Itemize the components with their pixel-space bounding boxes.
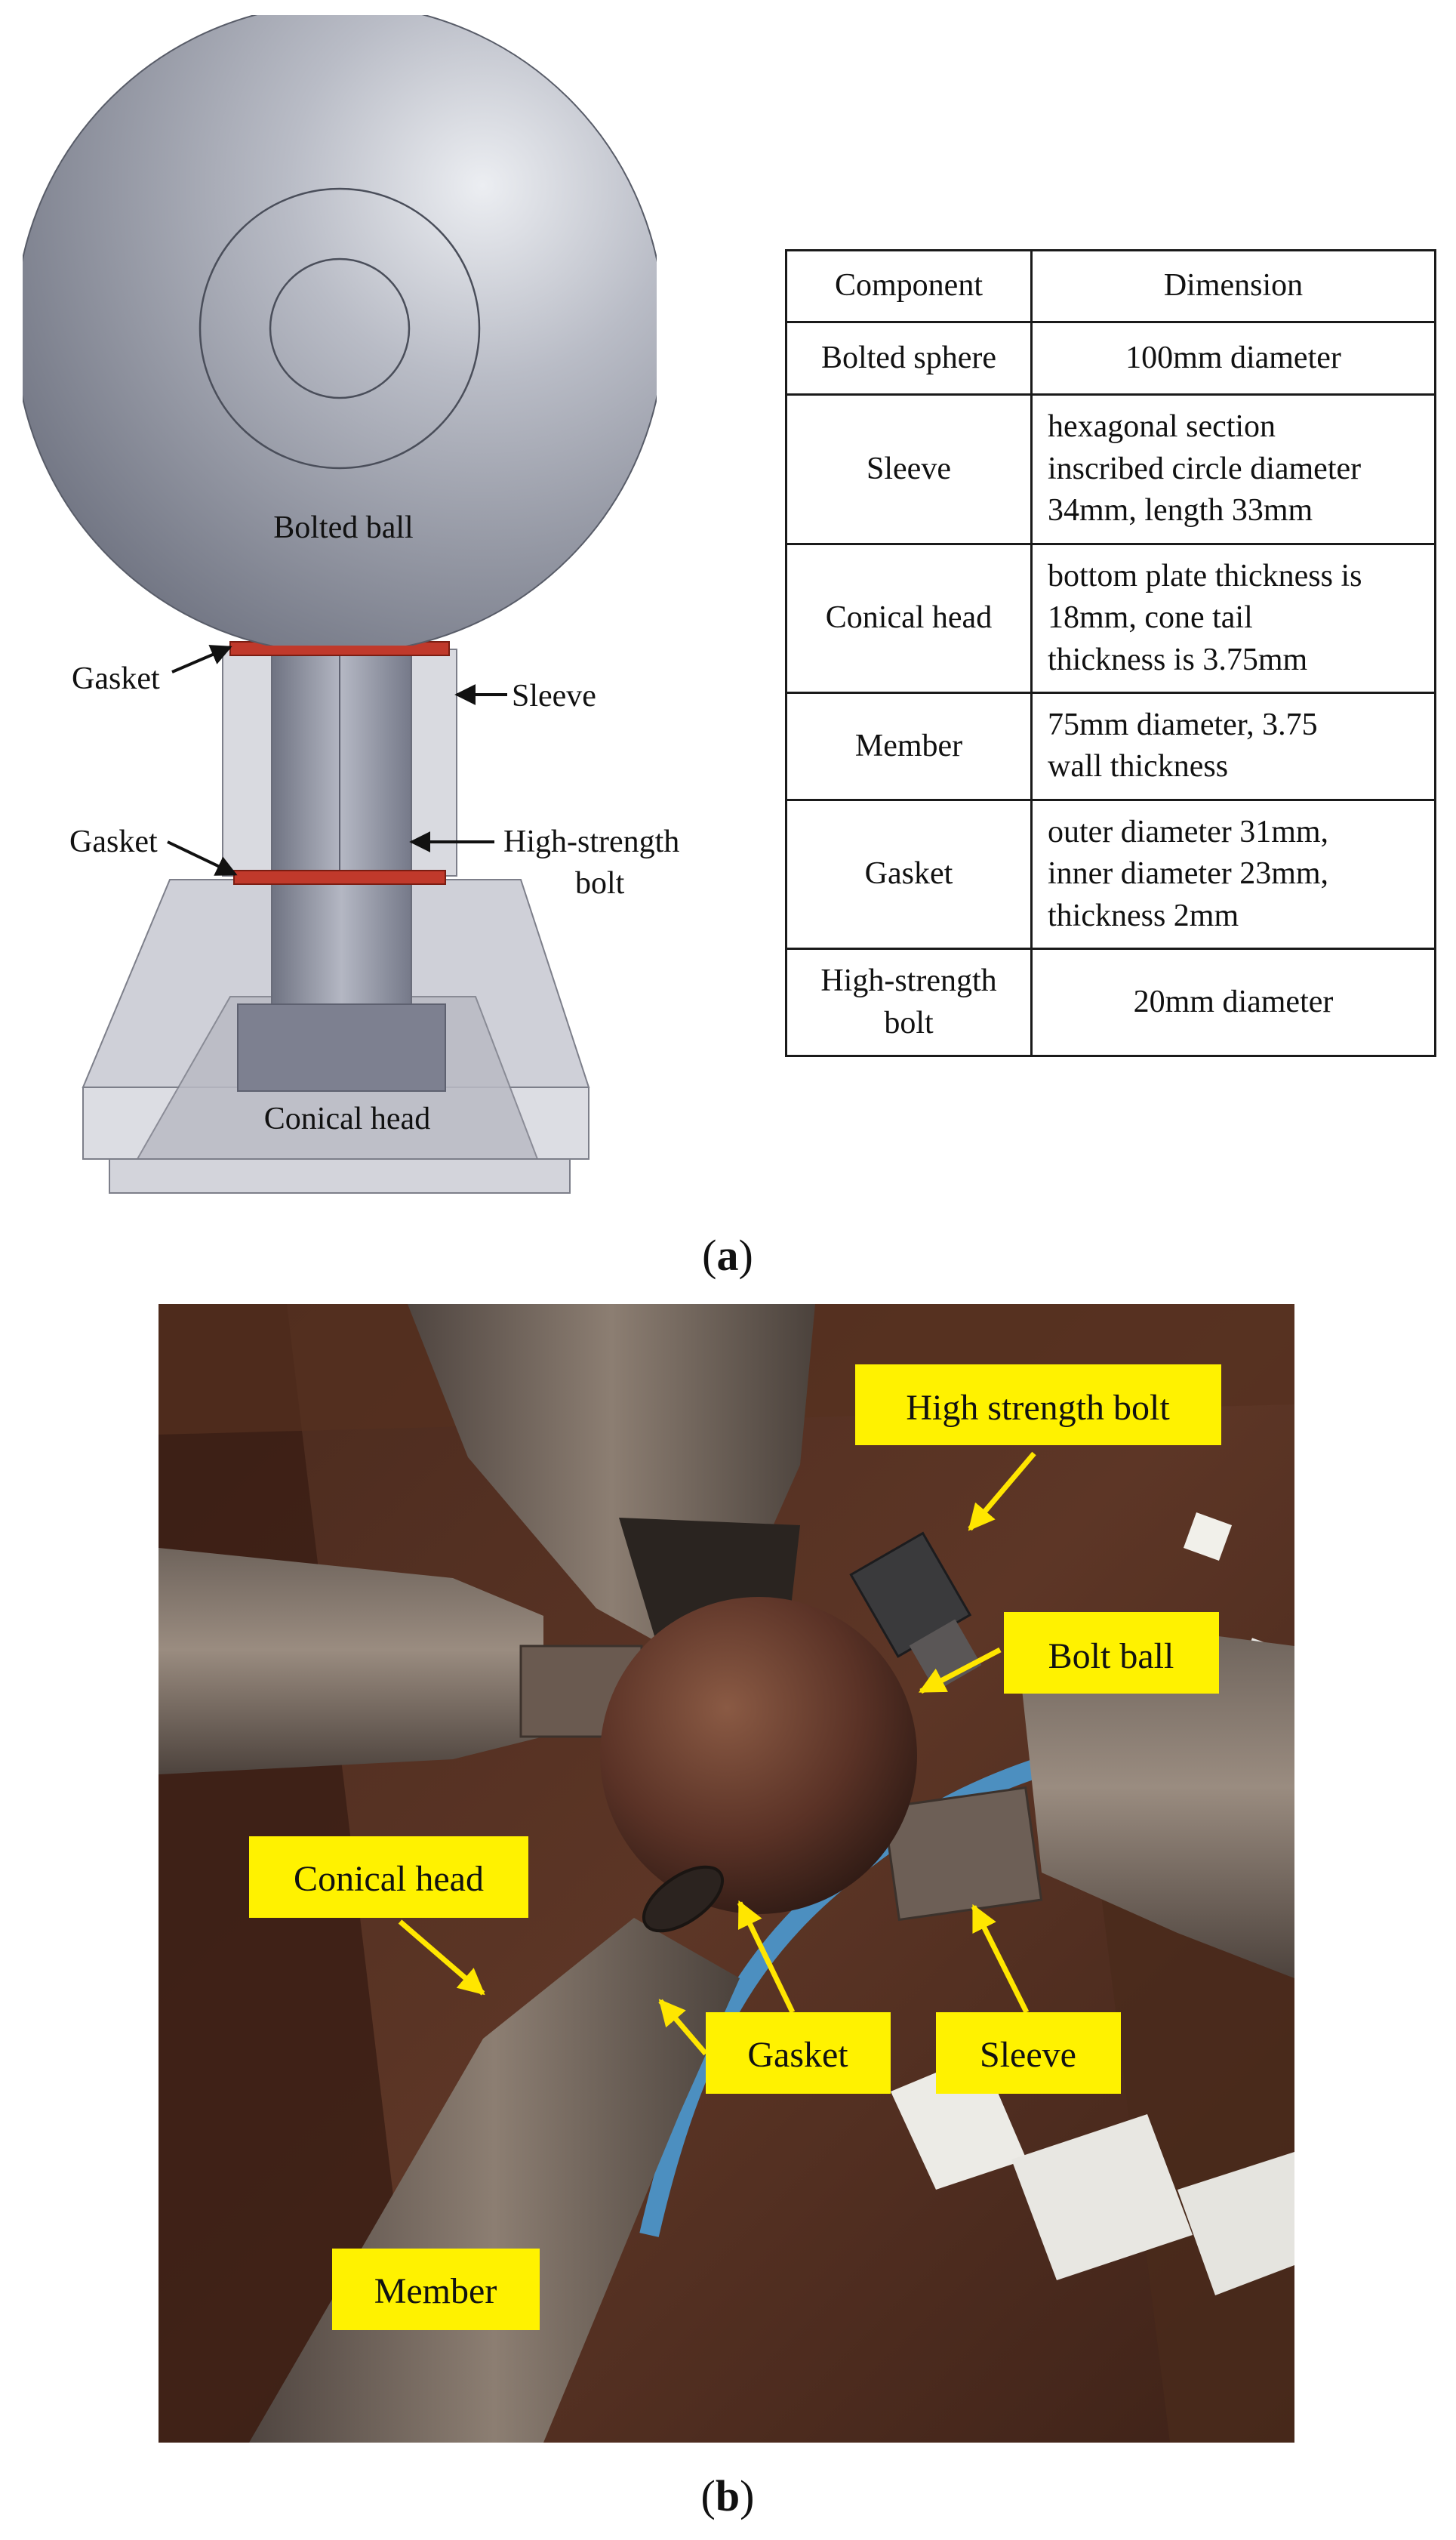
cad-drawing: Bolted ball Gasket Sleeve Gasket High-st… [23,15,679,1194]
light-patch-1 [1183,1512,1233,1561]
cell-dimension-line: inscribed circle diameter [1048,451,1362,486]
cell-dimension: 75mm diameter, 3.75 wall thickness [1030,692,1436,801]
caption-a: (a) [702,1231,753,1280]
cell-component: Member [785,692,1033,801]
bolted-ball-shape [23,15,657,646]
label-box-ball [1004,1612,1219,1694]
table-row: Sleeve hexagonal section inscribed circle … [785,393,1436,545]
cell-component: High-strength bolt [785,948,1033,1057]
cell-dimension-line: bottom plate thickness is [1048,558,1362,593]
cell-component: Conical head [785,542,1033,695]
light-patch-4 [1011,2114,1193,2280]
table-row: High-strength bolt 20mm diameter [785,948,1436,1057]
arrow-gasket-1 [737,1900,796,2014]
caption-b: (b) [701,2471,755,2520]
photo-label-cone: Conical head [294,1859,484,1899]
photo-label-member: Member [374,2271,497,2311]
photo-label-gasket: Gasket [747,2035,848,2075]
cell-component: Sleeve [785,393,1033,545]
cell-dimension: outer diameter 31mm, inner diameter 23mm,… [1030,798,1436,951]
cell-dimension-line: outer diameter 31mm, [1048,814,1329,849]
table-row: Conical head bottom plate thickness is 18m… [785,542,1436,695]
label-sleeve: Sleeve [512,679,596,714]
label-box-member [332,2249,540,2330]
light-patch-5 [1177,2152,1294,2295]
cell-component-line: Sleeve [867,451,951,486]
label-gasket-top: Gasket [72,661,160,696]
cell-component-line: High-strength [820,963,997,999]
label-box-sleeve [936,2012,1121,2094]
sleeve-right [882,1786,1043,1922]
photo-gasket [642,1865,725,1933]
cell-dimension-line: 75mm diameter, 3.75 [1048,707,1318,742]
label-box-bolt [855,1364,1221,1445]
cell-component-line: bolt [884,1005,934,1040]
label-box-cone [249,1836,528,1918]
ball-inner-ring [269,257,411,399]
label-bolt-line1: High-strength [503,825,679,859]
table-header-row: Component Dimension [785,249,1436,323]
cell-dimension: 100mm diameter [1030,320,1436,396]
cell-dimension-line: 20mm diameter [1133,984,1334,1019]
label-conical-head: Conical head [264,1102,430,1136]
photo-panel: High strength bolt Bolt ball Conical hea… [159,1304,1294,2443]
gasket-bottom-arrow [167,840,238,876]
photo-label-sleeve: Sleeve [980,2035,1076,2075]
photo-label-bolt: High strength bolt [906,1388,1170,1428]
table-row: Member 75mm diameter, 3.75 wall thickness [785,692,1436,801]
bolt-head [237,1003,446,1092]
cell-component-line: Gasket [864,856,953,892]
cell-dimension-line: 34mm, length 33mm [1048,493,1313,529]
cell-component: Gasket [785,798,1033,951]
member-right-tube [1019,1631,1294,1978]
cell-component: Bolted sphere [785,320,1033,396]
cell-dimension-line: hexagonal section [1048,409,1276,445]
cell-dimension-line: thickness 2mm [1048,898,1239,933]
label-gasket-bottom: Gasket [69,825,158,859]
cell-dimension-line: thickness is 3.75mm [1048,642,1308,677]
photo-bolt-ball [600,1597,917,1914]
cell-dimension-line: 18mm, cone tail [1048,600,1253,636]
table-row: Gasket outer diameter 31mm, inner diameter… [785,798,1436,951]
arrow-gasket-2 [658,1999,708,2056]
label-bolted-ball: Bolted ball [273,510,413,545]
cell-dimension: hexagonal section inscribed circle diamet… [1030,393,1436,545]
header-dimension: Dimension [1030,249,1436,323]
cell-dimension-line: wall thickness [1048,749,1229,785]
gasket-top-arrow [171,645,232,674]
label-bolt-line2: bolt [575,866,625,901]
cell-dimension-line: 100mm diameter [1125,340,1341,375]
gasket-bottom-shape [233,870,446,885]
arrow-cone [398,1919,485,1996]
member-left-tube [159,1548,543,1774]
table-row: Bolted sphere 100mm diameter [785,320,1436,396]
component-dimension-table: Component Dimension Bolted sphere 100mm d… [785,249,1436,1057]
cell-component-line: Conical head [825,600,993,636]
cell-dimension: 20mm diameter [1030,948,1436,1057]
cell-dimension-line: inner diameter 23mm, [1048,856,1329,892]
label-box-gasket [706,2012,891,2094]
bolt-shaft [271,649,412,1005]
photo-label-ball: Bolt ball [1048,1636,1174,1676]
arrow-ball [918,1647,1002,1694]
cell-dimension: bottom plate thickness is 18mm, cone tail… [1030,542,1436,695]
arrow-sleeve [971,1903,1030,2014]
cell-component-line: Member [854,728,963,763]
cell-component-line: Bolted sphere [820,340,997,375]
ball-outer-ring [199,187,481,470]
arrow-bolt [968,1451,1036,1531]
header-component: Component [785,249,1033,323]
